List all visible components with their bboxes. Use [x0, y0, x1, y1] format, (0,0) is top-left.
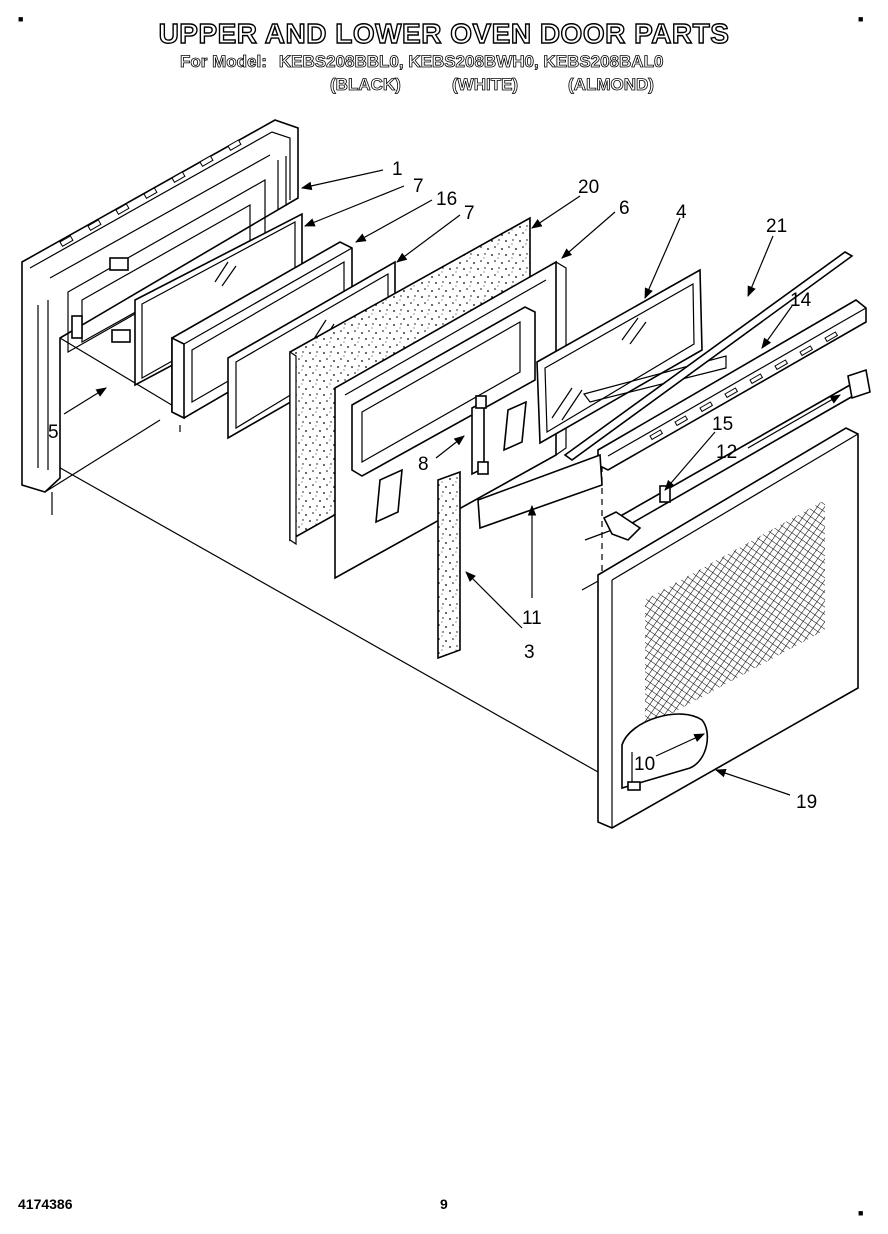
callout-4: 4	[676, 202, 687, 223]
part-11-gasket	[477, 453, 603, 530]
page-title: UPPER AND LOWER OVEN DOOR PARTS	[158, 17, 730, 49]
callout-19: 19	[796, 792, 817, 813]
model-numbers: KEBS208BBL0, KEBS208BWH0, KEBS208BAL0	[278, 52, 664, 72]
for-model-label: For Model:	[180, 52, 268, 72]
part-6-door-panel	[334, 260, 567, 580]
part-21-trim-strip	[563, 251, 854, 461]
corner-mark-tl: ■	[18, 14, 24, 24]
callout-1: 1	[392, 159, 403, 180]
callout-16: 16	[436, 189, 457, 210]
callout-11: 11	[522, 608, 542, 629]
part-12-handle	[602, 368, 871, 541]
corner-mark-tr: ■	[858, 14, 864, 24]
callout-14: 14	[790, 290, 812, 311]
callout-6: 6	[619, 198, 630, 219]
part-19-outer-door	[597, 427, 859, 829]
color-black: (BLACK)	[330, 75, 402, 95]
callout-20: 20	[578, 177, 599, 198]
callout-15: 15	[712, 414, 733, 435]
callout-7-lower: 7	[464, 203, 475, 224]
part-16-glass-frame	[171, 241, 353, 432]
callout-labels: 1 7 16 7 20 6 4 21 14 5 8 15 12 11 3 10 …	[48, 159, 817, 813]
document-number: 4174386	[18, 1196, 73, 1212]
page-number: 9	[440, 1196, 448, 1212]
callout-10: 10	[634, 754, 655, 775]
color-white: (WHITE)	[452, 75, 519, 95]
model-line: For Model: KEBS208BBL0, KEBS208BWH0, KEBS…	[180, 52, 664, 72]
callout-5: 5	[48, 422, 59, 443]
callout-3: 3	[524, 642, 535, 663]
corner-mark-br: ■	[858, 1208, 864, 1218]
callout-21: 21	[766, 216, 787, 237]
callout-7-upper: 7	[413, 176, 424, 197]
part-4-outer-glass	[536, 268, 727, 445]
color-almond: (ALMOND)	[568, 75, 655, 95]
part-8-hinge-bracket	[471, 395, 489, 476]
callout-leaders	[63, 169, 841, 796]
part-3-insulation-strip	[437, 470, 461, 660]
callout-8: 8	[418, 454, 429, 475]
callout-12: 12	[716, 442, 737, 463]
